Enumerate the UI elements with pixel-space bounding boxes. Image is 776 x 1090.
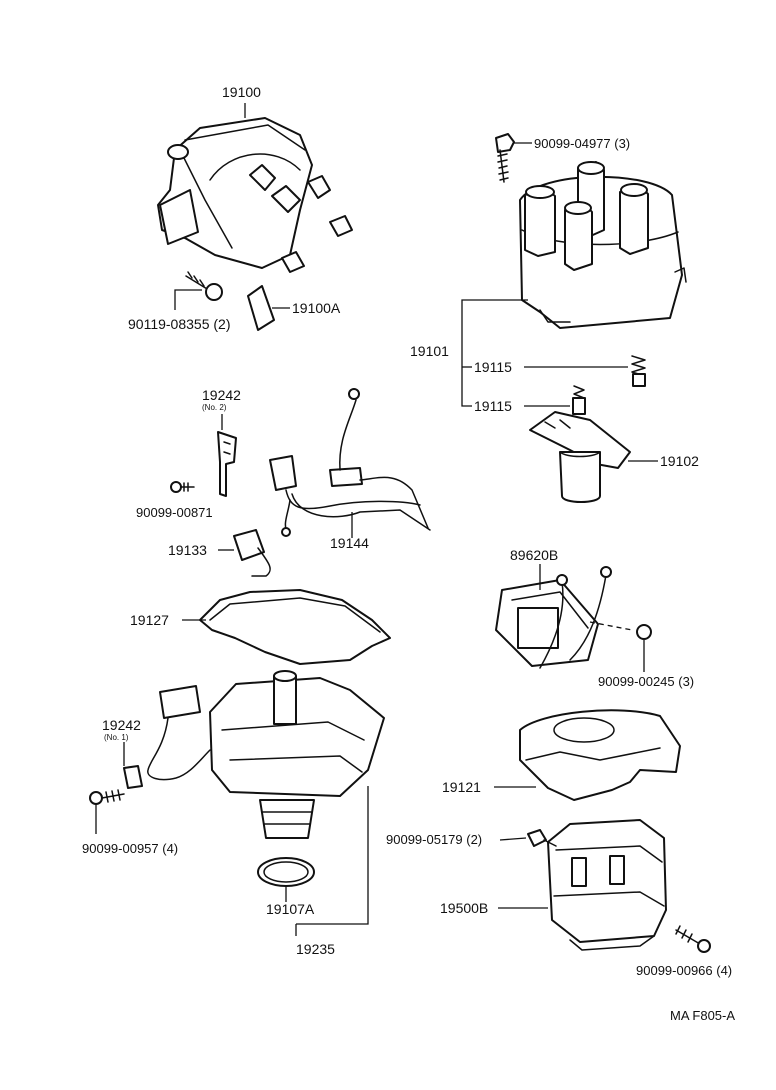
leader-19101 bbox=[461, 299, 528, 352]
screw-90099-00245-drawing bbox=[636, 624, 652, 640]
label-19133: 19133 bbox=[168, 542, 207, 558]
label-90099-00966: 90099-00966 (4) bbox=[636, 963, 732, 978]
label-19101: 19101 bbox=[410, 343, 449, 359]
label-19127: 19127 bbox=[130, 612, 169, 628]
label-19107A: 19107A bbox=[266, 901, 315, 917]
label-19144: 19144 bbox=[330, 535, 369, 551]
leader-90099-05179 bbox=[499, 837, 527, 841]
leader-90099-00245-dashed bbox=[589, 621, 633, 631]
label-19115-b: 19115 bbox=[474, 398, 512, 414]
label-plate-19100A-drawing bbox=[247, 285, 275, 331]
label-19102: 19102 bbox=[660, 453, 699, 469]
cover-19121-drawing bbox=[519, 709, 681, 801]
carbon-brush-19115-drawing bbox=[572, 385, 586, 415]
screw-90099-00871-drawing bbox=[170, 481, 195, 493]
harness-19144-drawing bbox=[269, 388, 431, 537]
label-90099-00871: 90099-00871 bbox=[136, 505, 213, 520]
distributor-housing-drawing bbox=[209, 670, 385, 839]
label-90099-04977: 90099-04977 (3) bbox=[534, 136, 630, 151]
distributor-assembly-drawing bbox=[157, 117, 353, 273]
label-19500B: 19500B bbox=[440, 900, 488, 916]
label-90099-00245: 90099-00245 (3) bbox=[598, 674, 694, 689]
label-19242-no2-note: (No. 2) bbox=[202, 403, 227, 412]
label-89620B: 89620B bbox=[510, 547, 558, 563]
screw-90119-08355-drawing bbox=[185, 271, 223, 301]
label-19242-no1-note: (No. 1) bbox=[104, 733, 129, 742]
leader-19235 bbox=[296, 786, 369, 925]
bolt-90099-00957-drawing bbox=[89, 789, 125, 805]
spring-19115-drawing bbox=[631, 355, 646, 387]
connector-19133-drawing bbox=[233, 529, 271, 577]
terminal-19242-no2-drawing bbox=[217, 431, 237, 497]
label-19242-no1: 19242 bbox=[102, 717, 141, 733]
label-90099-05179: 90099-05179 (2) bbox=[386, 832, 482, 847]
label-19100A: 19100A bbox=[292, 300, 341, 316]
leader-90119-08355 bbox=[174, 289, 202, 310]
bolt-90099-00966-drawing bbox=[675, 925, 711, 953]
label-19100: 19100 bbox=[222, 84, 261, 100]
label-19235: 19235 bbox=[296, 941, 335, 957]
label-19242-no2: 19242 bbox=[202, 387, 241, 403]
connector-harness-19242-no1-drawing bbox=[123, 685, 211, 789]
diagram-reference-code: MA F805-A bbox=[670, 1008, 735, 1023]
screw-90099-05179-drawing bbox=[527, 829, 557, 847]
label-19115-a: 19115 bbox=[474, 359, 512, 375]
bolt-90099-04977-drawing bbox=[495, 133, 515, 183]
label-19121: 19121 bbox=[442, 779, 481, 795]
label-90119-08355: 90119-08355 (2) bbox=[128, 316, 230, 332]
housing-19500B-drawing bbox=[547, 819, 667, 951]
label-90099-00957: 90099-00957 (4) bbox=[82, 841, 178, 856]
igniter-89620B-drawing bbox=[495, 566, 612, 669]
distributor-cap-drawing bbox=[519, 161, 687, 329]
rotor-19102-drawing bbox=[529, 411, 631, 503]
gasket-19127-drawing bbox=[199, 589, 391, 665]
